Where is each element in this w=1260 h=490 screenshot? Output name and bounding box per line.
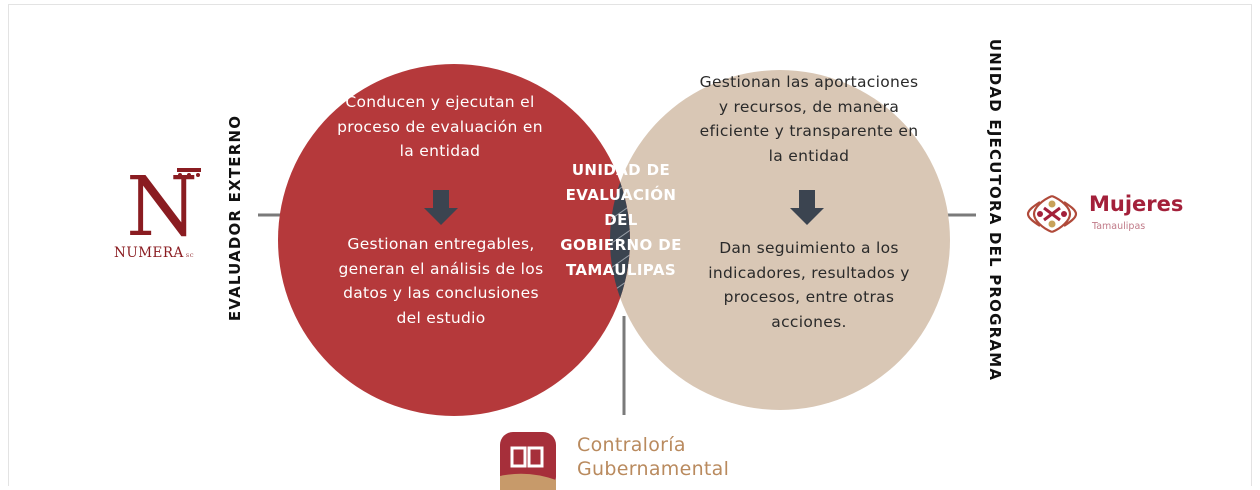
mujeres-subtitle: Tamaulipas [1092, 221, 1146, 232]
arrow-down-icon [790, 190, 824, 225]
right-circle-top-text: Gestionan las aportaciones y recursos, d… [699, 73, 919, 165]
contraloria-logo: Contraloría Gubernamental [496, 430, 776, 490]
numera-name: NUMERA [114, 245, 184, 261]
crown-icon [177, 168, 201, 177]
numera-suffix: SC [185, 253, 195, 259]
right-circle-bottom-text: Dan seguimiento a los indicadores, resul… [708, 239, 910, 331]
center-title-line: GOBIERNO DE [560, 236, 682, 254]
center-title: UNIDAD DE EVALUACIÓN DEL GOBIERNO DE TAM… [552, 158, 690, 283]
center-title-line: EVALUACIÓN [565, 186, 677, 204]
label-unidad-ejecutora: UNIDAD EJECUTORA DEL PROGRAMA [986, 38, 1004, 382]
center-title-line: UNIDAD DE [571, 161, 671, 179]
mujeres-logo: Mujeres Tamaulipas [1020, 186, 1210, 242]
diagram-frame [8, 4, 1252, 486]
mujeres-name: Mujeres [1089, 192, 1184, 216]
left-circle-top-text: Conducen y ejecutan el proceso de evalua… [337, 93, 543, 160]
left-circle-bottom-text: Gestionan entregables, generan el anális… [338, 235, 544, 327]
mujeres-emblem-icon [1026, 194, 1078, 234]
contraloria-line2: Gubernamental [577, 458, 730, 480]
contraloria-line1: Contraloría [577, 434, 686, 456]
label-evaluador-externo: EVALUADOR EXTERNO [226, 114, 244, 322]
book-icon [500, 432, 556, 490]
left-circle [278, 64, 630, 416]
center-title-line: TAMAULIPAS [565, 261, 677, 279]
right-circle [610, 70, 950, 410]
arrow-down-icon [424, 190, 458, 225]
numera-letter: N [126, 160, 198, 255]
center-title-line: DEL [604, 211, 638, 229]
